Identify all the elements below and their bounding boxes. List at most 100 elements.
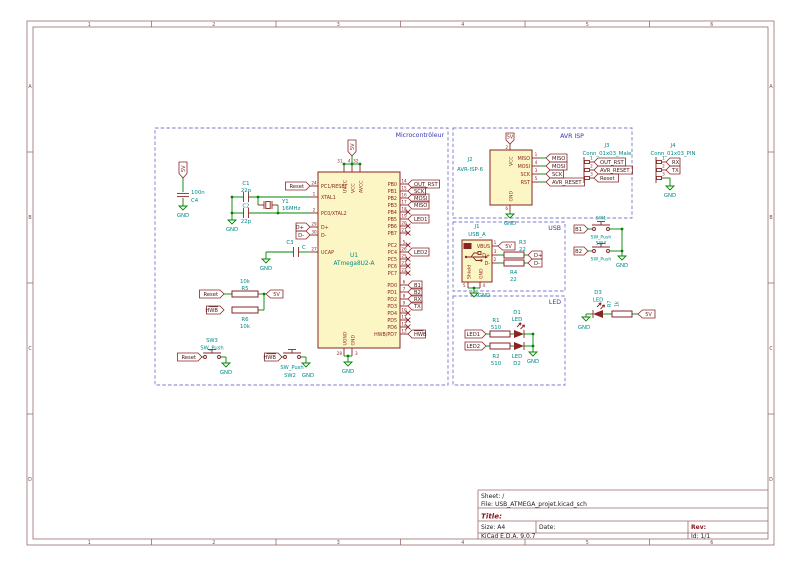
svg-text:U1: U1 [350,253,358,259]
global-label-avr_reset[interactable]: AVR_RESET [593,165,633,175]
section-boxes[interactable]: Microcontrôleur AVR ISP USB LED [154,127,633,386]
svg-text:510: 510 [491,325,502,331]
svg-text:B: B [769,215,772,221]
svg-text:Reset: Reset [182,355,197,361]
global-label-d+[interactable]: D+ [527,250,543,260]
svg-text:C2: C2 [242,204,249,210]
svg-text:31: 31 [337,159,343,164]
svg-text:VCC: VCC [351,183,357,193]
power-flag-5v[interactable]: 5V [265,289,284,299]
global-label-d+[interactable]: D+ [295,222,311,232]
global-label-b1[interactable]: B1 [573,224,589,234]
svg-text:PD0: PD0 [387,283,397,289]
global-label-reset[interactable]: Reset [285,181,311,191]
global-label-hwb[interactable]: HWB [205,305,225,315]
global-label-led1[interactable]: LED1 [464,329,487,339]
svg-text:PC1/RESET: PC1/RESET [321,184,347,190]
svg-text:3: 3 [337,540,340,546]
svg-text:D-: D- [298,233,304,239]
svg-text:29: 29 [311,221,317,226]
global-label-hwb[interactable]: HWB [407,329,427,339]
svg-text:3: 3 [590,172,593,177]
global-label-tx[interactable]: TX [665,165,681,175]
svg-text:6: 6 [710,22,713,28]
svg-text:SCK: SCK [414,189,425,195]
svg-text:A: A [769,84,773,90]
svg-text:3: 3 [535,168,538,173]
global-label-led2[interactable]: LED2 [407,247,430,257]
mcu-u1-symbol[interactable]: U1ATmega8U2-A24PC1/RESET1XTAL12PC0/XTAL2… [310,156,411,375]
svg-text:UCAP: UCAP [321,250,334,256]
global-label-miso[interactable]: MISO [545,153,568,163]
resistor-r7[interactable] [611,310,633,318]
global-label-hwb[interactable]: HWB [263,352,283,362]
svg-text:Conn_01x03_Male: Conn_01x03_Male [583,151,633,157]
global-label-avr_reset[interactable]: AVR_RESET [545,177,585,187]
svg-text:5V: 5V [273,292,280,298]
svg-text:1: 1 [313,191,316,196]
svg-text:5V: 5V [645,312,652,318]
svg-text:10: 10 [401,307,407,312]
global-label-out_rst[interactable]: OUT_RST [593,157,626,167]
power-flag-5v[interactable]: 5V [347,139,357,157]
global-label-rx[interactable]: RX [665,157,681,167]
resistor-r1[interactable] [489,330,511,338]
power-flag-5v[interactable]: 5V [497,241,516,251]
svg-text:SCK: SCK [552,172,563,178]
title-block-file: File: USB_ATMEGA_projet.kicad_sch [481,501,587,508]
box-usb[interactable] [452,221,566,292]
svg-text:1: 1 [535,152,538,157]
resistor-r4[interactable] [503,259,525,267]
svg-text:PB2: PB2 [388,196,397,202]
box-led[interactable] [452,295,566,386]
global-label-reset[interactable]: Reset [199,289,225,299]
connector-j2-avr-isp[interactable]: J2AVR-ISP-61MISO4MOSI3SCK5RST2VCC5V6GNDG… [457,132,546,227]
global-label-miso[interactable]: MISO [407,200,430,210]
box-avr-isp[interactable] [452,127,633,219]
global-label-b2[interactable]: B2 [573,246,589,256]
box-microcontroller[interactable] [154,127,449,386]
resistor-r6[interactable] [231,306,259,314]
svg-text:PB4: PB4 [388,210,397,216]
power-flag-5v[interactable]: 5V [637,309,656,319]
svg-text:100n: 100n [191,190,205,196]
global-label-reset[interactable]: Reset [177,352,203,362]
svg-text:AVR_RESET: AVR_RESET [552,180,582,186]
global-label-tx[interactable]: TX [407,301,423,311]
svg-text:UGND: UGND [343,331,349,345]
svg-text:MOSI: MOSI [552,164,566,170]
resistor-r5[interactable] [231,290,259,298]
global-label-d-[interactable]: D- [527,258,543,268]
svg-text:LED: LED [512,317,523,323]
svg-text:1: 1 [88,540,91,546]
power-flag-5v[interactable]: 5V [178,161,188,179]
svg-text:B2: B2 [575,249,582,255]
resistor-r3[interactable] [503,251,525,259]
global-label-led1[interactable]: LED1 [407,214,430,224]
resistor-r2[interactable] [489,342,511,350]
global-label-led2[interactable]: LED2 [464,341,487,351]
svg-text:SW_Push: SW_Push [591,257,612,263]
svg-text:21: 21 [401,227,407,232]
svg-text:PC5: PC5 [388,257,397,263]
global-label-sck[interactable]: SCK [545,169,564,179]
global-label-d-[interactable]: D- [295,230,311,240]
svg-text:AVCC: AVCC [359,181,365,193]
svg-text:Reset: Reset [290,184,305,190]
global-label-mosi[interactable]: MOSI [545,161,568,171]
svg-text:Reset: Reset [204,292,219,298]
global-label-reset[interactable]: Reset [593,173,619,183]
